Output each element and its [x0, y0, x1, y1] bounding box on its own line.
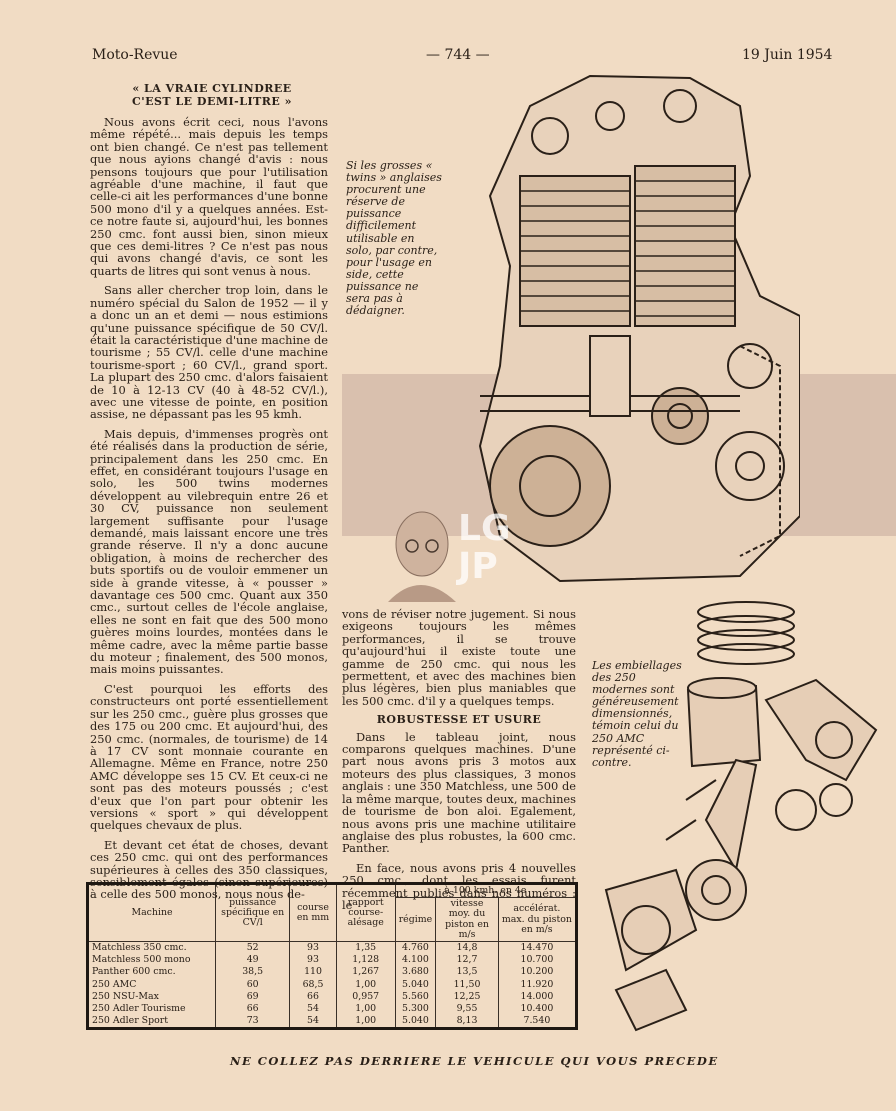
- table-cell: 1,128: [335, 954, 396, 967]
- table-cell: 14.470: [497, 941, 577, 955]
- table-cell: 93: [289, 941, 337, 955]
- table-cell: 54: [289, 1003, 337, 1016]
- table-cell: 7.540: [497, 1015, 577, 1029]
- watermark-stamp-line2: JP: [458, 546, 498, 587]
- table-header-row: régime vitesse moy. du piston en m/s acc…: [88, 897, 577, 943]
- table-cell: 5.040: [394, 1015, 436, 1029]
- col-header-stroke: course en mm: [289, 883, 337, 943]
- table-cell: 10.400: [497, 1003, 577, 1016]
- table-cell: 1,267: [335, 966, 396, 979]
- table-cell: 250 AMC: [87, 978, 216, 991]
- table-cell: 3.680: [394, 966, 436, 979]
- table-cell: 4.760: [394, 941, 436, 955]
- table-cell: 12,7: [435, 954, 499, 967]
- paragraph: Mais depuis, d'immenses progrès ont été …: [90, 426, 328, 677]
- table-cell: 12,25: [435, 990, 499, 1004]
- table-cell: 52: [214, 941, 290, 955]
- paragraph: C'est pourquoi les efforts des construct…: [90, 681, 328, 833]
- connecting-rod-illustration: [604, 601, 878, 1032]
- article-column-left: Nous avons écrit ceci, nous l'avons même…: [90, 116, 328, 908]
- table-cell: 60: [214, 978, 290, 991]
- table-cell: 250 Adler Sport: [87, 1015, 216, 1029]
- table-cell: 5.040: [394, 978, 436, 991]
- table-cell: 13,5: [435, 966, 499, 979]
- col-header-rpm: régime: [394, 897, 436, 943]
- table-cell: 5.300: [394, 1003, 436, 1016]
- table-cell: 5.560: [394, 990, 436, 1004]
- table-cell: 38,5: [214, 966, 290, 979]
- table-cell: 8,13: [435, 1015, 499, 1029]
- table-cell: 1,00: [335, 1003, 396, 1016]
- table-cell: Matchless 500 mono: [87, 954, 216, 967]
- paragraph: Sans aller chercher trop loin, dans le n…: [90, 283, 328, 422]
- table-cell: 73: [214, 1015, 290, 1029]
- table-cell: 66: [214, 1003, 290, 1016]
- col-group-header: à 100 kmh. en 4e: [394, 883, 577, 899]
- table-cell: 14,8: [435, 941, 499, 955]
- table-cell: 250 NSU-Max: [87, 990, 216, 1004]
- table-cell: 0,957: [335, 990, 396, 1004]
- table-cell: 110: [289, 966, 337, 979]
- table-cell: 1,00: [335, 978, 396, 991]
- issue-date: 19 Juin 1954: [742, 47, 833, 63]
- paragraph: vons de réviser notre jugement. Si nous …: [342, 607, 576, 708]
- table-cell: 11,50: [435, 978, 499, 991]
- paragraph: Dans le tableau joint, nous comparons qu…: [342, 729, 576, 856]
- magazine-name: Moto-Revue: [92, 47, 178, 63]
- piston-caption: Les embiellages des 250 modernes sont gé…: [592, 659, 682, 769]
- col-header-accel: accélérat. max. du piston en m/s: [497, 897, 577, 943]
- watermark-stamp-line1: LG: [458, 508, 511, 549]
- comparison-table: Machine puissance spécifique en CV/l cou…: [86, 882, 578, 1031]
- table-cell: 10.700: [497, 954, 577, 967]
- table-cell: 1,35: [335, 941, 396, 955]
- col-header-machine: Machine: [87, 883, 216, 943]
- author-portrait: [388, 511, 456, 602]
- engine-caption: Si les grosses « twins » anglaises procu…: [346, 159, 442, 318]
- table-cell: 14.000: [497, 990, 577, 1004]
- table-cell: Matchless 350 cmc.: [87, 941, 216, 955]
- table-cell: 49: [214, 954, 290, 967]
- table-cell: 250 Adler Tourisme: [87, 1003, 216, 1016]
- table-cell: 68,5: [289, 978, 337, 991]
- col-header-speed: vitesse moy. du piston en m/s: [435, 897, 499, 943]
- section-subheading: ROBUSTESSE ET USURE: [376, 713, 542, 727]
- col-header-power: puissance spécifique en CV/l: [214, 883, 290, 943]
- engine-cutaway-illustration: [478, 74, 800, 583]
- table-cell: 54: [289, 1015, 337, 1029]
- article-title-line2: C'EST LE DEMI-LITRE »: [131, 95, 293, 108]
- table-cell: 4.100: [394, 954, 436, 967]
- table-cell: 9,55: [435, 1003, 499, 1016]
- article-title-line1: « LA VRAIE CYLINDREE: [132, 82, 292, 95]
- table-cell: 69: [214, 990, 290, 1004]
- table-cell: 10.200: [497, 966, 577, 979]
- paragraph: Nous avons écrit ceci, nous l'avons même…: [90, 115, 328, 278]
- table-cell: 66: [289, 990, 337, 1004]
- watermark-stamp: LG JP: [458, 510, 522, 600]
- col-header-ratio: rapport course-alésage: [335, 883, 396, 943]
- table-cell: 11.920: [497, 978, 577, 991]
- article-title: « LA VRAIE CYLINDREE C'EST LE DEMI-LITRE…: [92, 82, 332, 108]
- article-column-right: vons de réviser notre jugement. Si nous …: [342, 608, 576, 911]
- table-cell: 1,00: [335, 1015, 396, 1029]
- table-header-row: Machine puissance spécifique en CV/l cou…: [87, 883, 577, 943]
- table-cell: Panther 600 cmc.: [87, 966, 216, 979]
- table-cell: 93: [289, 954, 337, 967]
- page-number: — 744 —: [426, 47, 490, 63]
- footer-slogan: NE COLLEZ PAS DERRIERE LE VEHICULE QUI V…: [230, 1054, 719, 1068]
